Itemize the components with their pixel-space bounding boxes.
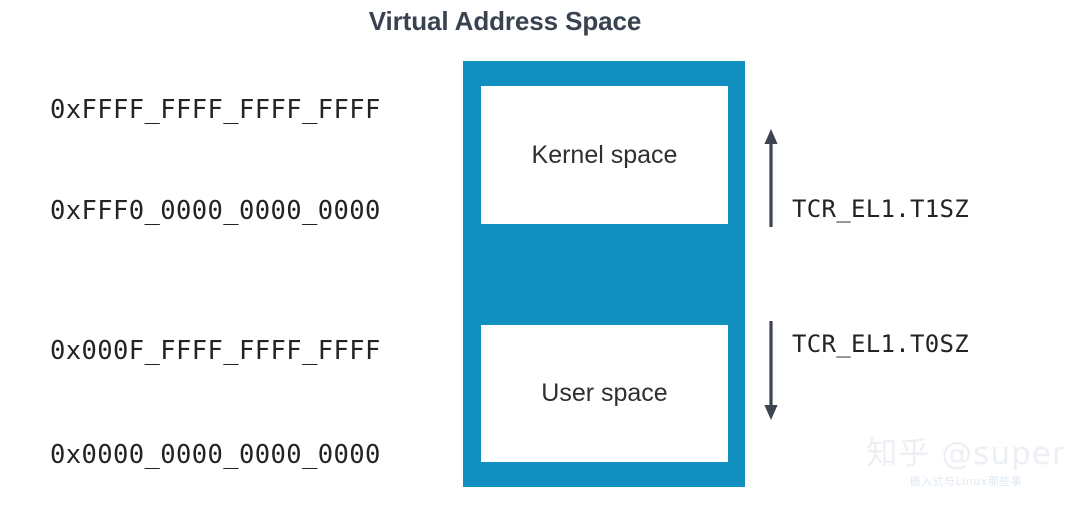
address-label-zero: 0x0000_0000_0000_0000 <box>50 440 381 470</box>
address-label-top: 0xFFFF_FFFF_FFFF_FFFF <box>50 95 381 125</box>
tcr-el1-t0sz-label: TCR_EL1.T0SZ <box>792 330 969 358</box>
arrow-down-icon <box>764 321 778 420</box>
watermark-main-text: 知乎 @super <box>866 436 1066 472</box>
user-space-label: User space <box>541 379 668 407</box>
watermark-sub-text: 嵌入式与Linux那些事 <box>909 474 1023 488</box>
virtual-address-space-block: Kernel space User space <box>463 61 745 487</box>
user-space-region: User space <box>481 325 728 462</box>
tcr-el1-t1sz-label: TCR_EL1.T1SZ <box>792 195 969 223</box>
kernel-space-label: Kernel space <box>531 140 678 169</box>
address-label-kernel-base: 0xFFF0_0000_0000_0000 <box>50 196 381 226</box>
kernel-space-region: Kernel space <box>481 86 728 224</box>
page-title: Virtual Address Space <box>368 6 642 36</box>
arrow-up-icon <box>764 129 778 227</box>
address-label-user-top: 0x000F_FFFF_FFFF_FFFF <box>50 336 381 366</box>
watermark: 知乎 @super 嵌入式与Linux那些事 <box>860 438 1072 489</box>
